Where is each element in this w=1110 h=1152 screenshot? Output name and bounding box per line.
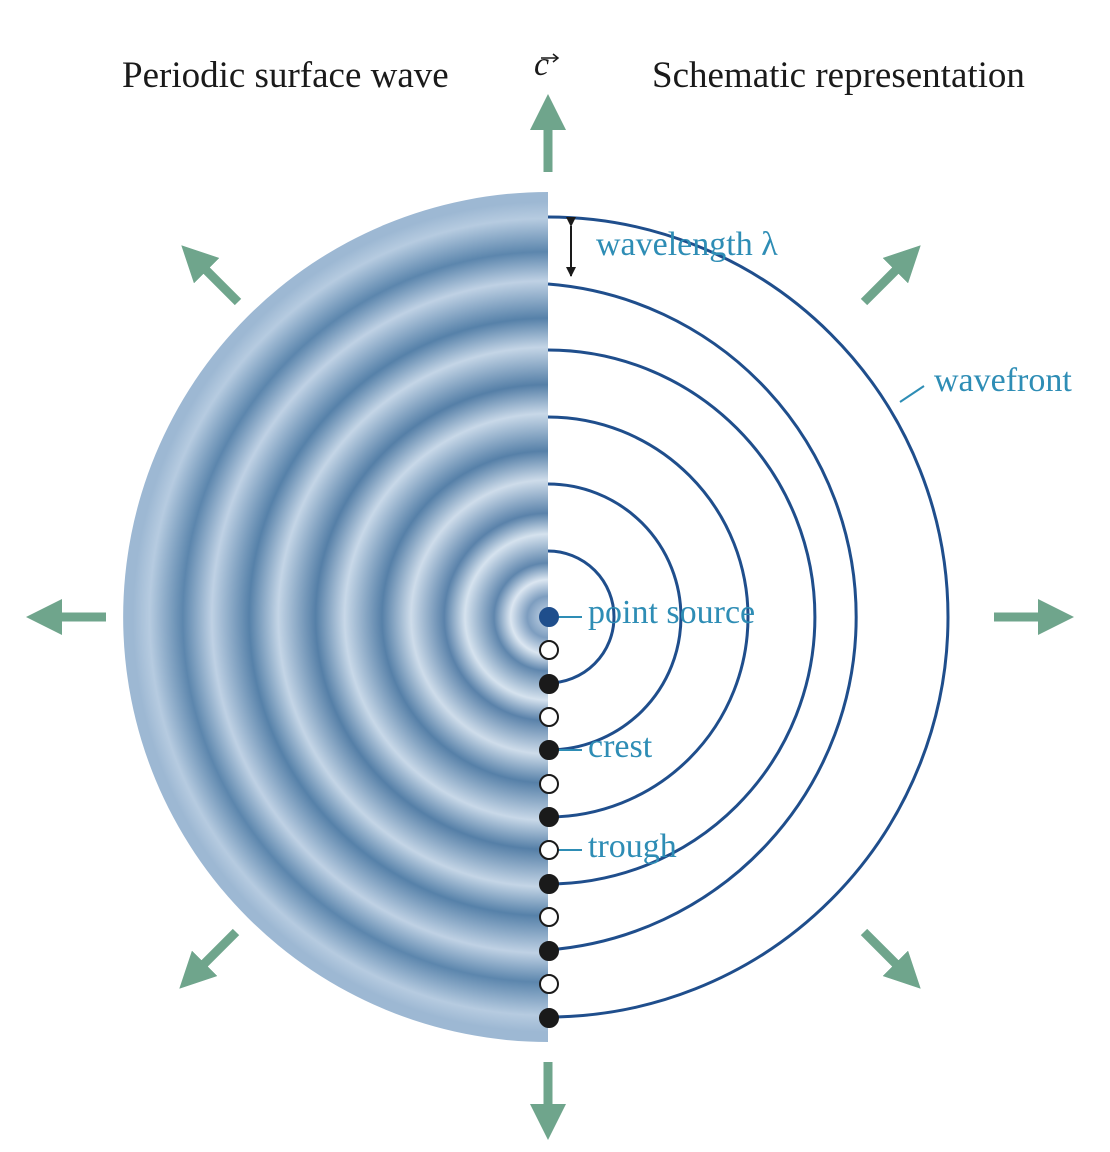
- wavelength-label: wavelength λ: [596, 226, 778, 263]
- crest-trough-dots: [539, 607, 559, 1028]
- trough-label: trough: [588, 828, 677, 865]
- wavefront-label: wavefront: [934, 362, 1072, 399]
- wavefront-leader: [899, 385, 925, 403]
- right-panel-title: Schematic representation: [652, 55, 1025, 96]
- wavefront-arcs: [547, 215, 950, 1019]
- point-source-label: point source: [588, 594, 756, 631]
- surface-wave-half-disc: [123, 192, 549, 1042]
- crest-label: crest: [588, 728, 653, 765]
- propagation-arrows: [26, 94, 1074, 1140]
- left-panel-title: Periodic surface wave: [122, 55, 449, 96]
- point-source-dot: [539, 607, 559, 627]
- velocity-symbol: c: [534, 46, 550, 83]
